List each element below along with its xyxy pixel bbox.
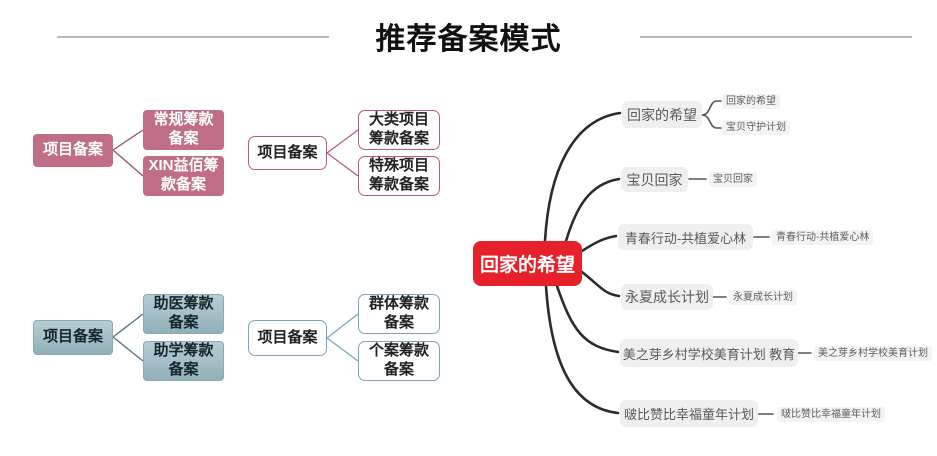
- filing-parent-node: 项目备案: [248, 136, 327, 170]
- mindmap-branch-node: 回家的希望: [622, 101, 702, 128]
- sublabel-connectors: [688, 100, 812, 415]
- filing-parent-node: 项目备案: [248, 320, 327, 356]
- filing-child-node: 个案筹款备案: [358, 341, 440, 381]
- filing-child-node: 助医筹款备案: [143, 294, 224, 334]
- mindmap-root-node: 回家的希望: [473, 241, 582, 286]
- mindmap-branch-node: 啵比赞比幸福童年计划: [620, 400, 758, 427]
- pink-outline-group-connectors: [326, 129, 359, 177]
- filing-child-node: XIN益佰筹款备案: [143, 156, 224, 196]
- filing-child-node: 群体筹款备案: [358, 294, 440, 334]
- blue-outline-group-connectors: [326, 313, 359, 362]
- mindmap-branch-node: 青春行动-共植爱心林: [618, 224, 753, 250]
- mindmap-sublabel: 宝贝守护计划: [722, 120, 790, 135]
- filing-child-node: 特殊项目筹款备案: [358, 156, 440, 196]
- title-divider-right: [640, 36, 912, 38]
- mindmap-branch-node: 美之芽乡村学校美育计划 教育: [620, 339, 798, 367]
- mindmap-sublabel: 永夏成长计划: [729, 290, 797, 305]
- filing-child-node: 常规筹款备案: [143, 110, 224, 150]
- filing-child-node: 助学筹款备案: [143, 341, 224, 381]
- teal-solid-group-connectors: [112, 313, 144, 362]
- pink-solid-group-connectors: [112, 129, 144, 177]
- filing-parent-node: 项目备案: [33, 134, 113, 167]
- mindmap-sublabel: 宝贝回家: [709, 172, 757, 187]
- filing-child-node: 大类项目筹款备案: [358, 110, 440, 150]
- mindmap-sublabel: 美之芽乡村学校美育计划: [814, 346, 932, 361]
- mindmap-sublabel: 啵比赞比幸福童年计划: [777, 407, 885, 422]
- mindmap-branch-node: 永夏成长计划: [621, 284, 713, 310]
- mindmap-sublabel: 青春行动-共植爱心林: [772, 230, 874, 245]
- filing-parent-node: 项目备案: [33, 320, 113, 355]
- mindmap-sublabel: 回家的希望: [722, 94, 780, 109]
- title-divider-left: [57, 36, 329, 38]
- mindmap-branch-node: 宝贝回家: [621, 167, 688, 192]
- page-title: 推荐备案模式: [375, 23, 562, 56]
